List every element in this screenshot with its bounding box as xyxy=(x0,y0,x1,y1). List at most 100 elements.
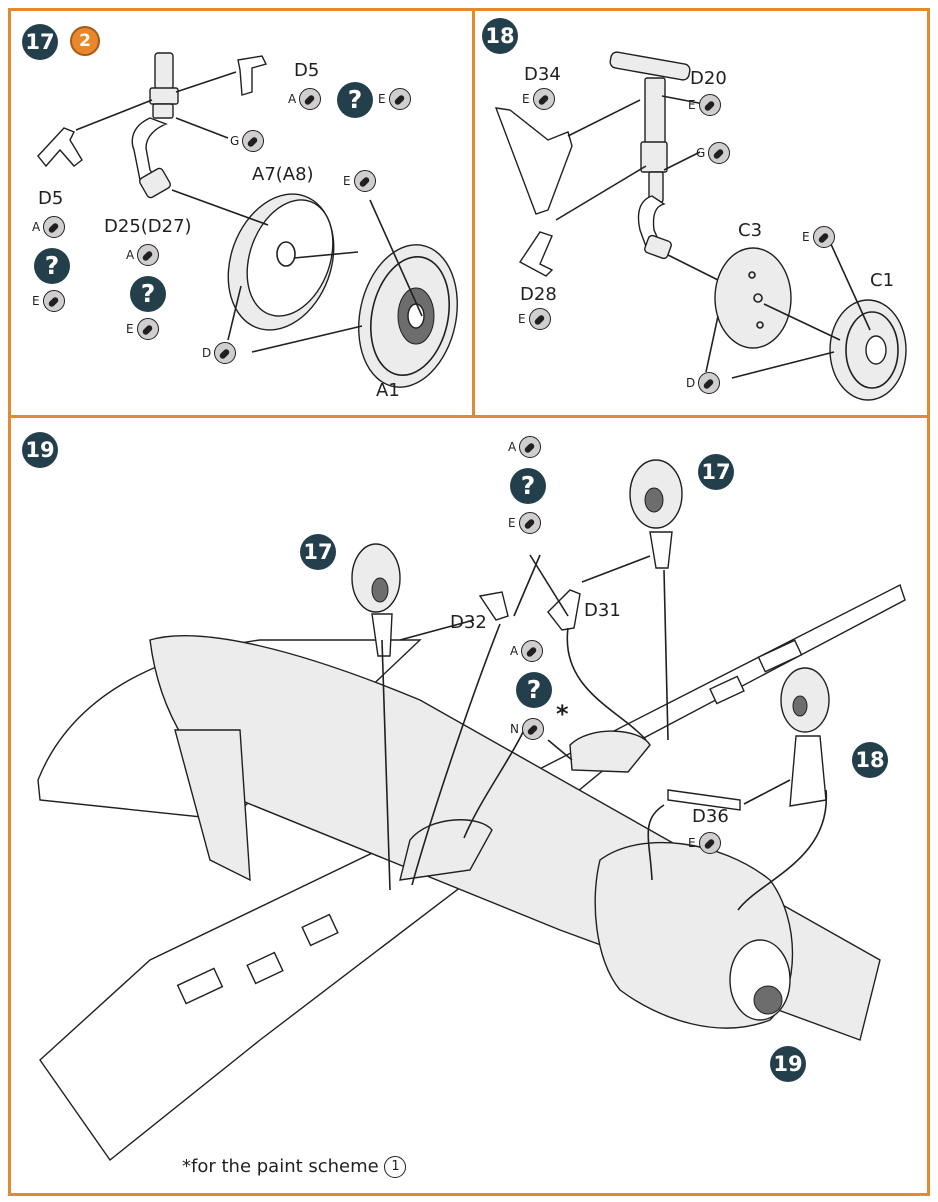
paint-letter: E xyxy=(126,322,134,336)
paint-letter: E xyxy=(378,92,386,106)
step17-strut-drawing xyxy=(131,52,179,199)
paint-a-mid-19: A xyxy=(510,640,544,662)
paint-d-tail-wheel: D xyxy=(686,372,721,394)
ref-step-17-left: 17 xyxy=(300,534,336,570)
d34-yoke xyxy=(494,107,573,215)
paint-brush-icon xyxy=(43,216,66,238)
paint-letter: A xyxy=(508,440,517,454)
d5-part-left xyxy=(37,127,83,168)
paint-brush-icon xyxy=(242,130,265,152)
paint-brush-icon xyxy=(519,436,542,458)
paint-e-d28: E xyxy=(518,308,551,330)
paint-brush-icon xyxy=(532,88,555,110)
paint-brush-icon xyxy=(518,512,541,534)
query-mark-badge: ? xyxy=(130,276,166,312)
paint-g-strut: G xyxy=(230,130,265,152)
paint-brush-icon xyxy=(708,142,731,164)
paint-e-tail-tyre: E xyxy=(802,226,835,248)
paint-a-d5-left: A xyxy=(32,216,66,238)
paint-brush-icon xyxy=(299,88,322,110)
paint-d-wheel: D xyxy=(202,342,237,364)
paint-e-d20: E xyxy=(688,94,721,116)
paint-e-d36: E xyxy=(688,832,721,854)
paint-brush-icon xyxy=(698,372,721,394)
paint-brush-icon xyxy=(42,290,65,312)
label-d32: D32 xyxy=(450,612,487,633)
asterisk-mark: * xyxy=(556,700,569,728)
paint-brush-icon xyxy=(353,170,376,192)
paint-a-d5-top: A xyxy=(288,88,322,110)
paint-letter: G xyxy=(230,134,240,148)
paint-brush-icon xyxy=(521,718,544,740)
paint-letter: E xyxy=(518,312,526,326)
paint-brush-icon xyxy=(521,640,544,662)
paint-e-tyre: E xyxy=(343,170,376,192)
paint-a-top-19: A xyxy=(508,436,542,458)
paint-letter: A xyxy=(510,644,519,658)
label-d25-d27: D25(D27) xyxy=(104,216,192,237)
label-c3: C3 xyxy=(738,220,763,241)
query-mark-badge: ? xyxy=(510,468,546,504)
label-d31: D31 xyxy=(584,600,621,621)
paint-brush-icon xyxy=(137,244,160,266)
paint-letter: E xyxy=(32,294,40,308)
paint-brush-icon xyxy=(812,226,835,248)
query-mark-badge: ? xyxy=(34,248,70,284)
paint-letter: E xyxy=(508,516,516,530)
paint-brush-icon xyxy=(136,318,159,340)
paint-letter: E xyxy=(688,836,696,850)
c3-hub xyxy=(714,247,792,349)
footnote-text: *for the paint scheme xyxy=(182,1156,379,1177)
label-d20: D20 xyxy=(690,68,727,89)
footnote: *for the paint scheme 1 xyxy=(182,1156,407,1178)
step-17-sub-step-badge: 2 xyxy=(70,26,100,56)
paint-brush-icon xyxy=(388,88,411,110)
paint-letter: G xyxy=(696,146,706,160)
label-d36: D36 xyxy=(692,806,729,827)
step19-airframe xyxy=(37,459,906,1162)
d5-part-top xyxy=(237,55,268,96)
paint-letter: A xyxy=(126,248,135,262)
step-19-panel xyxy=(8,415,930,1196)
paint-letter: E xyxy=(802,230,810,244)
ref-step-17-right: 17 xyxy=(698,454,734,490)
paint-brush-icon xyxy=(698,94,721,116)
paint-letter: N xyxy=(510,722,519,736)
paint-brush-icon xyxy=(528,308,551,330)
d20-strut xyxy=(644,77,666,149)
paint-letter: A xyxy=(32,220,41,234)
label-d28: D28 xyxy=(520,284,557,305)
paint-n-19: N xyxy=(510,718,544,740)
paint-g-tail-strut: G xyxy=(696,142,731,164)
paint-a-d25: A xyxy=(126,244,160,266)
label-d5-top: D5 xyxy=(294,60,320,81)
step-18-number: 18 xyxy=(482,18,518,54)
footnote-circled-number: 1 xyxy=(384,1156,407,1178)
paint-letter: A xyxy=(288,92,297,106)
label-d5-left: D5 xyxy=(38,188,64,209)
label-c1: C1 xyxy=(870,270,895,291)
d20-crossbar xyxy=(609,51,691,81)
paint-e-top-19: E xyxy=(508,512,541,534)
paint-letter: E xyxy=(522,92,530,106)
d28-part xyxy=(518,231,554,277)
paint-brush-icon xyxy=(698,832,721,854)
ref-step-19: 19 xyxy=(770,1046,806,1082)
paint-letter: E xyxy=(688,98,696,112)
label-a7-a8: A7(A8) xyxy=(252,164,314,185)
paint-letter: E xyxy=(343,174,351,188)
paint-e-d5-top: E xyxy=(378,88,411,110)
step-19-number: 19 xyxy=(22,432,58,468)
paint-e-d5-left: E xyxy=(32,290,65,312)
ref-step-18: 18 xyxy=(852,742,888,778)
paint-letter: D xyxy=(686,376,696,390)
query-mark-badge: ? xyxy=(516,672,552,708)
paint-brush-icon xyxy=(214,342,237,364)
label-a1: A1 xyxy=(376,380,400,401)
label-d34: D34 xyxy=(524,64,561,85)
paint-letter: D xyxy=(202,346,212,360)
query-mark-badge: ? xyxy=(337,82,373,118)
step-17-number: 17 xyxy=(22,24,58,60)
paint-e-d34: E xyxy=(522,88,555,110)
